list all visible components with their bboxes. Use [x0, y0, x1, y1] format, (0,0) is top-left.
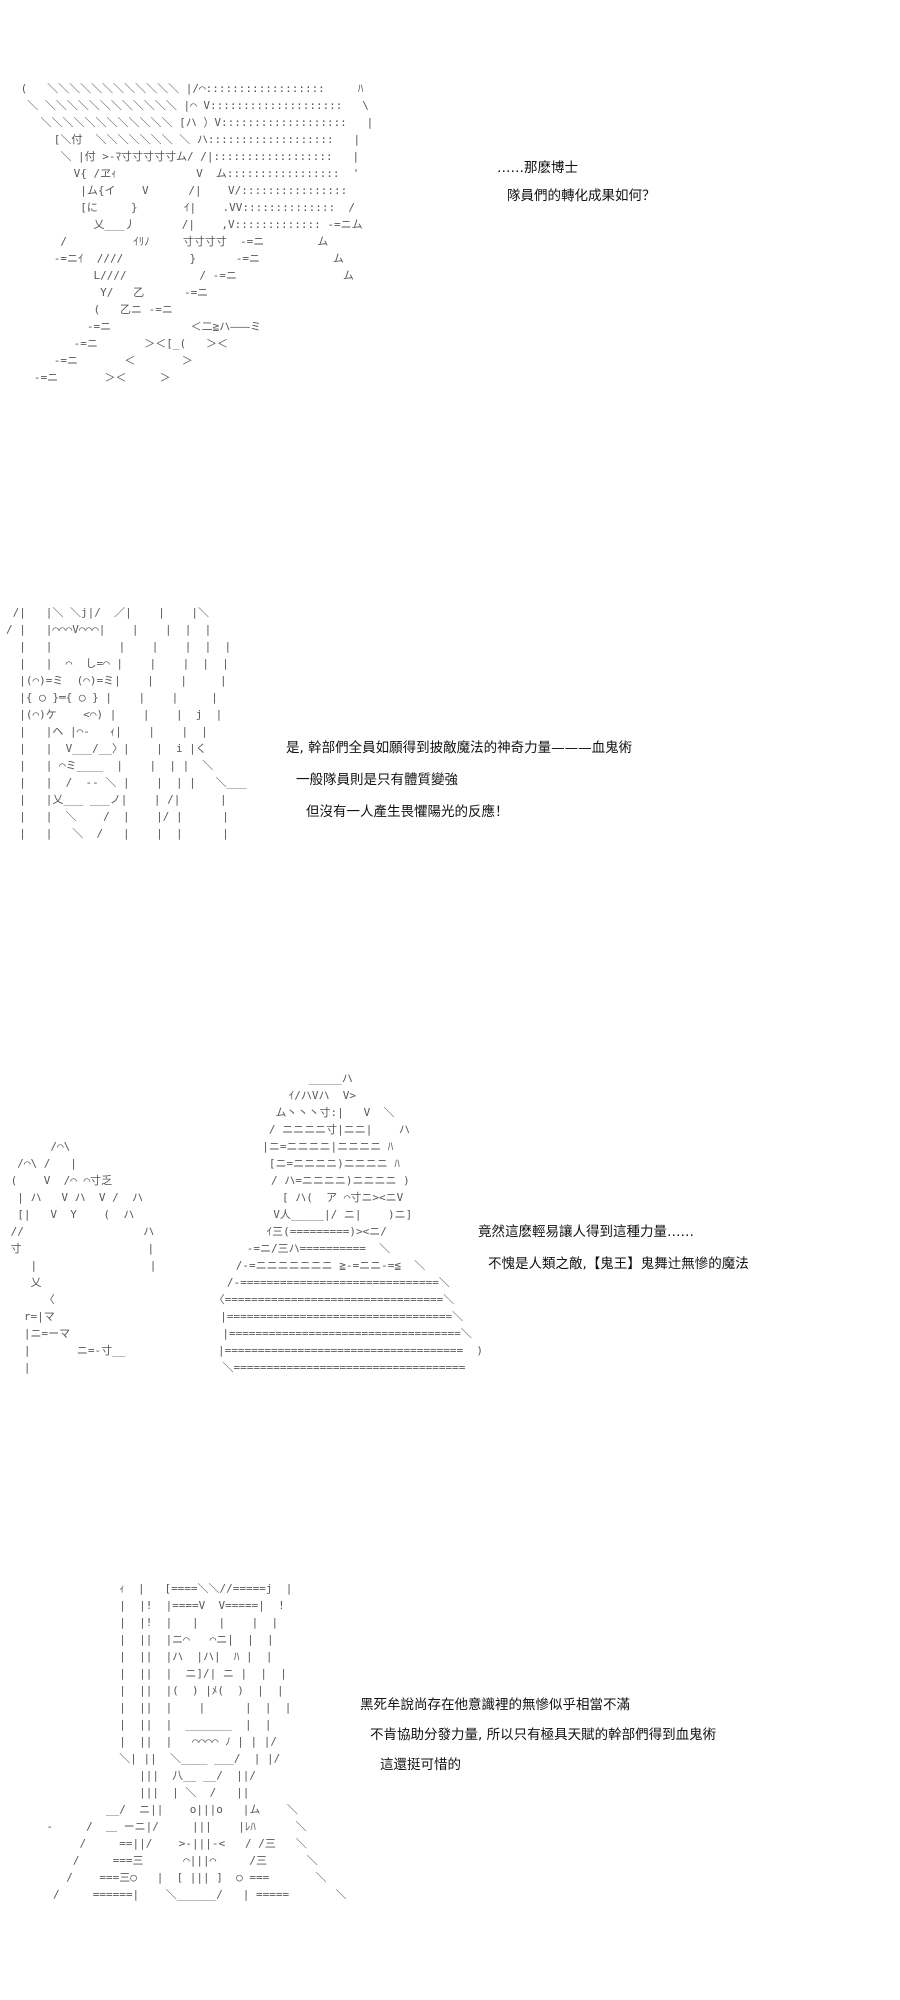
dialogue-line: ……那麽博士: [497, 160, 578, 176]
ascii-art-kokushibo: ｨ | [====＼＼//=====j | | |! |====V V=====…: [46, 1582, 347, 1901]
dialogue-line: 這還挺可惜的: [380, 1757, 461, 1773]
dialogue-box: 黑死牟說尚存在他意識裡的無慘似乎相當不滿 不肯協助分發力量, 所以只有極具天賦的…: [0, 1580, 900, 1990]
dialogue-line: 隊員們的轉化成果如何？: [507, 188, 656, 204]
panel-2: /| |＼ ＼j|/ ／| | |＼ / | |⌒⌒⌒V⌒⌒⌒| | | | |…: [0, 600, 900, 900]
dialogue-box: 是, 幹部們全員如願得到披敵魔法的神奇力量———血鬼術 一般隊員則是只有體質變強…: [0, 600, 900, 900]
dialogue-box: 竟然這麽輕易讓人得到這種力量…… 不愧是人類之敵,【鬼王】鬼舞辻無慘的魔法: [0, 1070, 900, 1430]
panel-4: ｨ | [====＼＼//=====j | | |! |====V V=====…: [0, 1580, 900, 1990]
dialogue-line: 但沒有一人產生畏懼陽光的反應！: [306, 804, 509, 820]
dialogue-line: 不肯協助分發力量, 所以只有極具天賦的幹部們得到血鬼術: [370, 1727, 717, 1743]
dialogue-line: 竟然這麽輕易讓人得到這種力量……: [478, 1224, 694, 1240]
dialogue-line: 是, 幹部們全員如願得到披敵魔法的神奇力量———血鬼術: [286, 740, 633, 756]
ascii-art-officer-glasses: /| |＼ ＼j|/ ／| | |＼ / | |⌒⌒⌒V⌒⌒⌒| | | | |…: [6, 606, 247, 840]
ascii-art-doctor-scene: ( ＼＼＼＼＼＼＼＼＼＼＼＼ |/⌒:::::::::::::::::: ﾊ ＼…: [20, 82, 374, 384]
panel-1: ( ＼＼＼＼＼＼＼＼＼＼＼＼ |/⌒:::::::::::::::::: ﾊ ＼…: [0, 60, 900, 420]
panel-3: _____ハ ｲ/ハVハ V> ム丶丶丶寸:| V ＼ / ニニニニ寸|ニニ| …: [0, 1070, 900, 1430]
dialogue-line: 不愧是人類之敵,【鬼王】鬼舞辻無慘的魔法: [488, 1256, 749, 1272]
dialogue-line: 一般隊員則是只有體質變強: [296, 772, 458, 788]
ascii-art-scholar-robe: _____ハ ｲ/ハVハ V> ム丶丶丶寸:| V ＼ / ニニニニ寸|ニニ| …: [10, 1072, 483, 1374]
dialogue-box: ……那麽博士 隊員們的轉化成果如何？: [0, 60, 900, 420]
dialogue-line: 黑死牟說尚存在他意識裡的無慘似乎相當不滿: [360, 1697, 630, 1713]
